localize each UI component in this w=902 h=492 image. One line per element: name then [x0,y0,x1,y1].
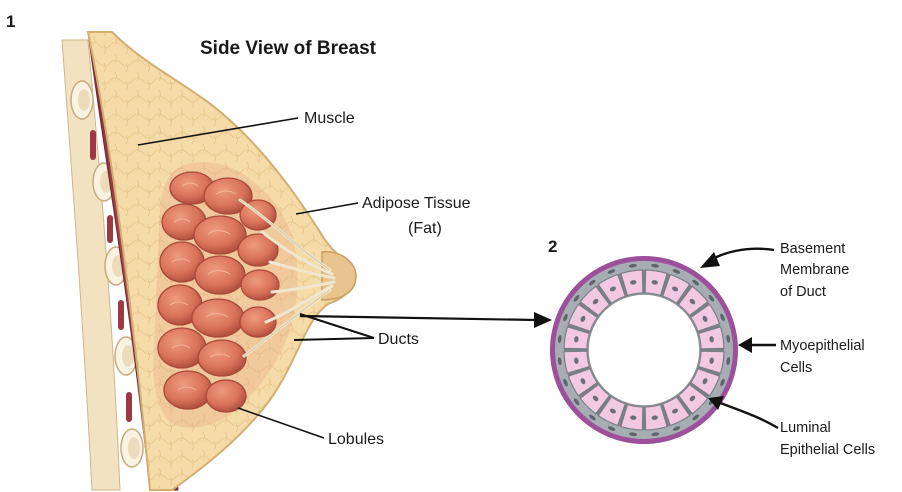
luminal-label-line2: Epithelial Cells [780,442,875,458]
panel-1-number: 1 [6,12,15,31]
basement-membrane-callout [700,249,774,268]
basement-label-line1: Basement [780,241,845,257]
myoepithelial-label-line1: Myoepithelial [780,338,865,354]
duct-lumen [588,294,700,406]
myoepithelial-callout [738,337,776,353]
luminal-callout [708,396,778,428]
duct-cross-section [550,256,738,444]
muscle-label: Muscle [304,110,355,127]
side-view-illustration [62,32,356,490]
adipose-label-line1: Adipose Tissue [362,195,471,212]
diagram-title: Side View of Breast [200,38,377,59]
basement-label-line3: of Duct [780,284,826,300]
basement-label-line2: Membrane [780,262,849,278]
lobules-label: Lobules [328,431,384,448]
ducts-label: Ducts [378,331,419,348]
adipose-label-line2: (Fat) [408,220,442,237]
luminal-label-line1: Luminal [780,420,831,436]
myoepithelial-label-line2: Cells [780,360,812,376]
panel-2-number: 2 [548,237,557,256]
